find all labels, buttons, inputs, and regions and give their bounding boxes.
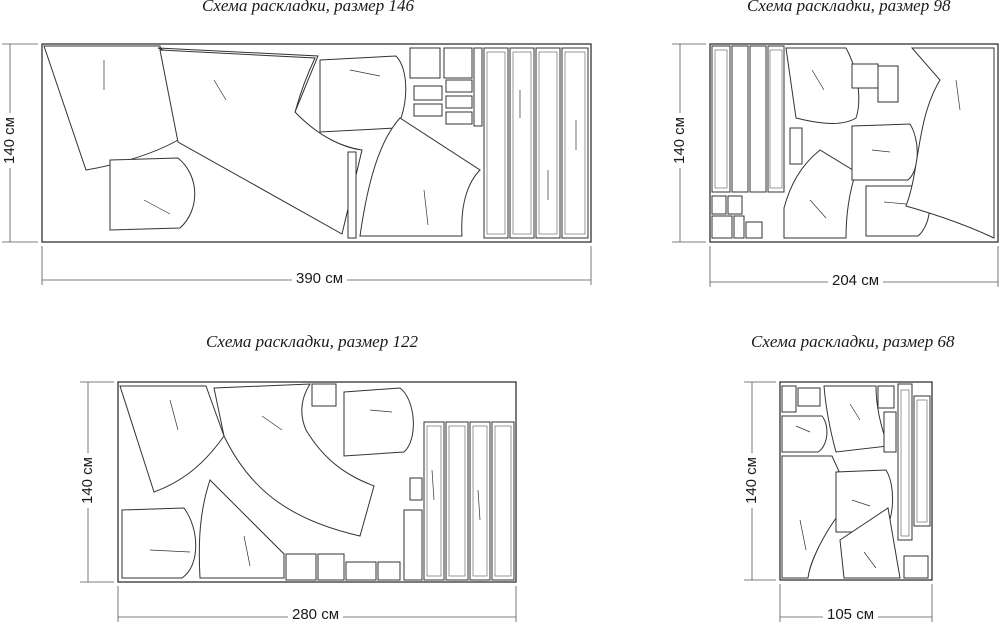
layout-146 [2, 43, 592, 285]
layout-title-98: Схема раскладки, размер 98 [747, 0, 951, 15]
pattern-piece-skirt-98 [905, 47, 995, 239]
layout-122 [80, 381, 517, 622]
width-label-146: 390 см [292, 270, 348, 287]
pattern-piece-skirt-front [159, 49, 363, 235]
width-label-98: 204 см [828, 272, 884, 289]
layout-68 [744, 381, 933, 622]
fabric-frame-122 [117, 381, 517, 583]
pattern-piece-flounce [359, 117, 481, 237]
fabric-frame-68 [779, 381, 933, 581]
pattern-piece-sleeve [43, 45, 179, 171]
width-label-122: 280 см [288, 606, 344, 623]
height-label-98: 140 см [671, 112, 689, 169]
pattern-strip [483, 47, 509, 239]
layout-title-146: Схема раскладки, размер 146 [202, 0, 414, 15]
height-label-122: 140 см [79, 452, 97, 509]
layout-title-122: Схема раскладки, размер 122 [206, 332, 418, 351]
layout-title-68: Схема раскладки, размер 68 [751, 332, 955, 351]
pattern-piece-bodice-back [109, 157, 196, 231]
height-label-68: 140 см [743, 452, 761, 509]
layout-98 [672, 43, 999, 287]
fabric-frame-98 [709, 43, 999, 243]
fabric-frame-146 [41, 43, 592, 243]
width-label-68: 105 см [823, 606, 879, 623]
height-label-146: 140 см [1, 112, 19, 169]
pattern-piece-bodice-front [319, 55, 407, 133]
